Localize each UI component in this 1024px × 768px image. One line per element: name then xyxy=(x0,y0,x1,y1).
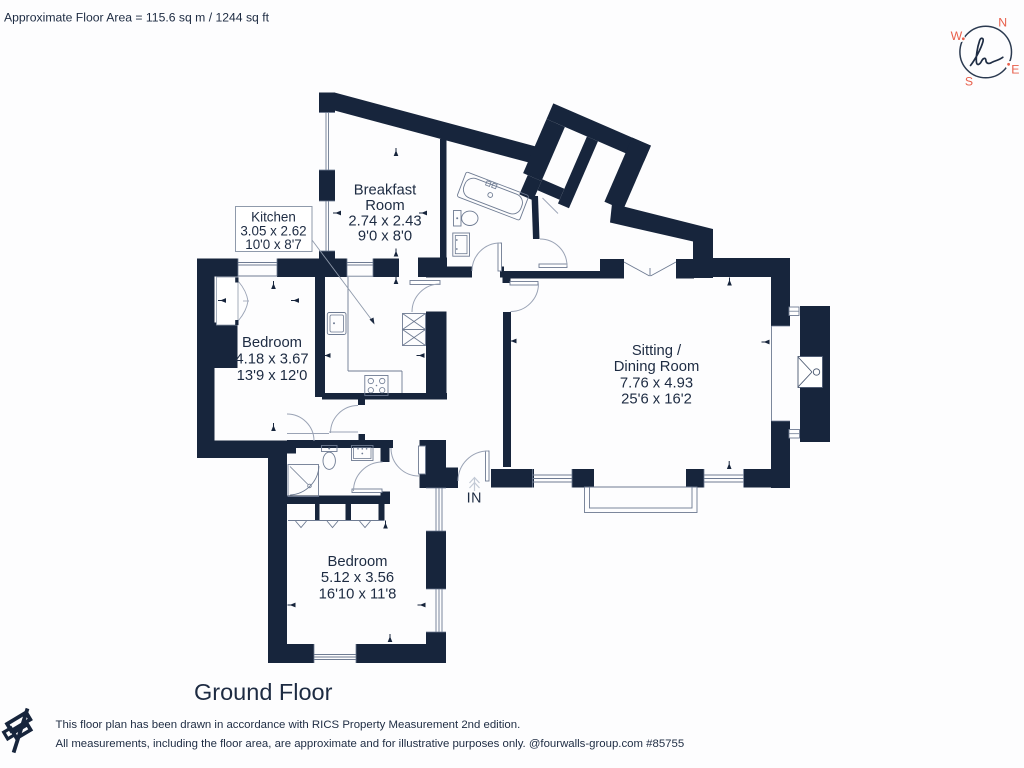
svg-text:Approximate Floor Area = 115.6: Approximate Floor Area = 115.6 sq m / 12… xyxy=(4,11,270,25)
svg-text:10'0 x 8'7: 10'0 x 8'7 xyxy=(245,237,302,252)
svg-text:2.74 x 2.43: 2.74 x 2.43 xyxy=(348,213,421,229)
svg-text:Kitchen: Kitchen xyxy=(251,210,296,225)
svg-text:Room: Room xyxy=(365,198,404,214)
svg-text:25'6 x 16'2: 25'6 x 16'2 xyxy=(621,392,692,408)
svg-text:E: E xyxy=(1011,62,1019,76)
svg-text:Bedroom: Bedroom xyxy=(327,554,387,570)
svg-text:All measurements, including th: All measurements, including the floor ar… xyxy=(56,738,685,750)
svg-text:W: W xyxy=(951,29,963,43)
svg-text:Breakfast: Breakfast xyxy=(354,183,417,199)
svg-text:N: N xyxy=(998,15,1007,29)
svg-text:16'10 x 11'8: 16'10 x 11'8 xyxy=(319,587,397,603)
svg-text:This floor plan has been drawn: This floor plan has been drawn in accord… xyxy=(56,719,521,731)
svg-text:Ground Floor: Ground Floor xyxy=(194,679,333,705)
svg-text:Sitting /: Sitting / xyxy=(632,343,682,359)
svg-text:Dining Room: Dining Room xyxy=(614,359,700,375)
svg-text:4.18 x 3.67: 4.18 x 3.67 xyxy=(235,352,308,368)
svg-text:S: S xyxy=(965,75,973,89)
svg-text:Bedroom: Bedroom xyxy=(242,335,302,351)
svg-text:3.05 x 2.62: 3.05 x 2.62 xyxy=(240,224,306,239)
svg-text:13'9 x 12'0: 13'9 x 12'0 xyxy=(237,368,308,384)
svg-text:IN: IN xyxy=(467,490,482,506)
svg-text:9'0 x 8'0: 9'0 x 8'0 xyxy=(358,229,412,245)
svg-text:7.76 x 4.93: 7.76 x 4.93 xyxy=(620,376,693,392)
svg-text:5.12 x 3.56: 5.12 x 3.56 xyxy=(321,570,394,586)
